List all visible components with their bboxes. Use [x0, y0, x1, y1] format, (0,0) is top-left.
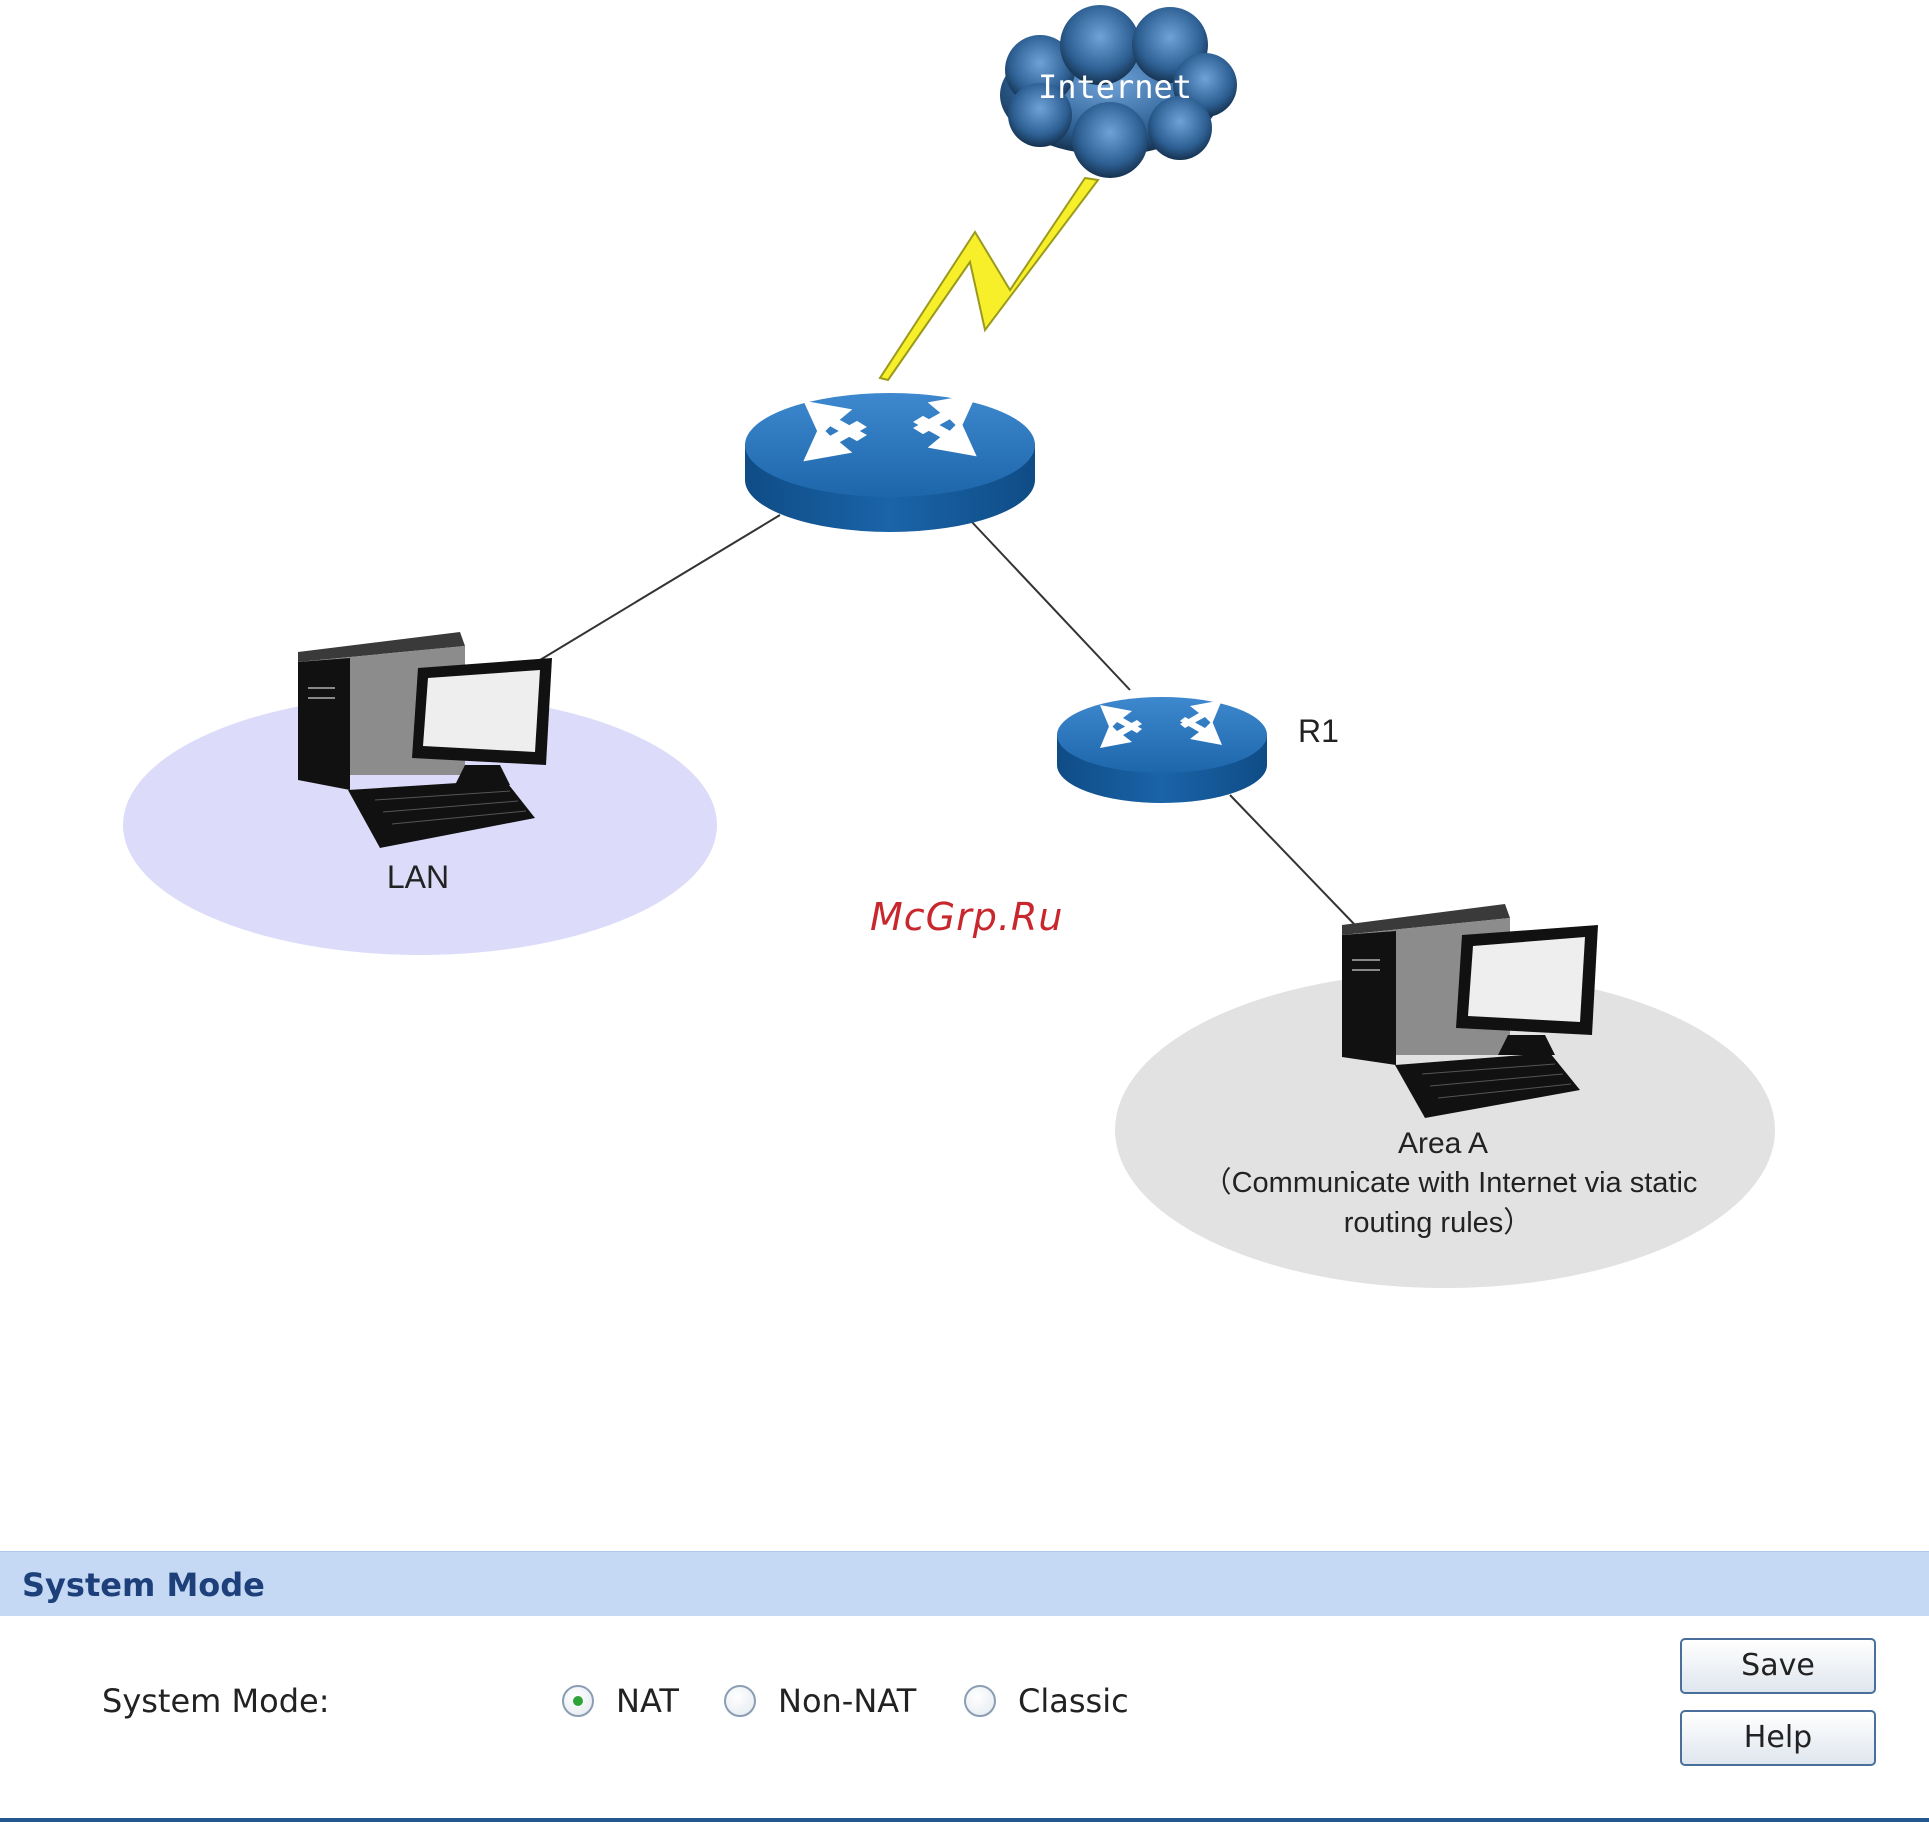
radio-option-nat[interactable]: NAT: [562, 1682, 679, 1720]
link-router-r1: [970, 520, 1130, 690]
lan-label: LAN: [387, 859, 449, 895]
area-a-description-line1: （Communicate with Internet via static: [1203, 1167, 1698, 1199]
r1-label: R1: [1298, 713, 1339, 749]
lightning-bolt-icon: [880, 178, 1098, 380]
watermark: McGrp.Ru: [870, 895, 1063, 939]
help-button[interactable]: Help: [1680, 1710, 1876, 1766]
area-a-description-line2: routing rules）: [1344, 1207, 1533, 1239]
network-diagram: Internet R1: [0, 0, 1929, 1520]
link-r1-area-a: [1230, 795, 1355, 925]
area-a-title: Area A: [1398, 1127, 1488, 1160]
internet-label: Internet: [1038, 68, 1192, 106]
radio-option-non-nat[interactable]: Non-NAT: [724, 1682, 916, 1720]
system-mode-label: System Mode:: [102, 1682, 329, 1720]
radio-nat[interactable]: [562, 1685, 594, 1717]
save-button[interactable]: Save: [1680, 1638, 1876, 1694]
radio-classic[interactable]: [964, 1685, 996, 1717]
internet-cloud-icon: Internet: [1000, 5, 1237, 178]
panel-title: System Mode: [22, 1566, 265, 1604]
r1-router-icon: [1057, 697, 1267, 803]
radio-classic-label: Classic: [1018, 1682, 1129, 1720]
radio-non-nat[interactable]: [724, 1685, 756, 1717]
radio-non-nat-label: Non-NAT: [778, 1682, 916, 1720]
radio-nat-label: NAT: [616, 1682, 679, 1720]
panel-header: System Mode: [0, 1551, 1929, 1616]
radio-option-classic[interactable]: Classic: [964, 1682, 1129, 1720]
bottom-divider: [0, 1818, 1929, 1822]
main-router-icon: [745, 393, 1035, 532]
link-router-lan: [540, 515, 780, 660]
